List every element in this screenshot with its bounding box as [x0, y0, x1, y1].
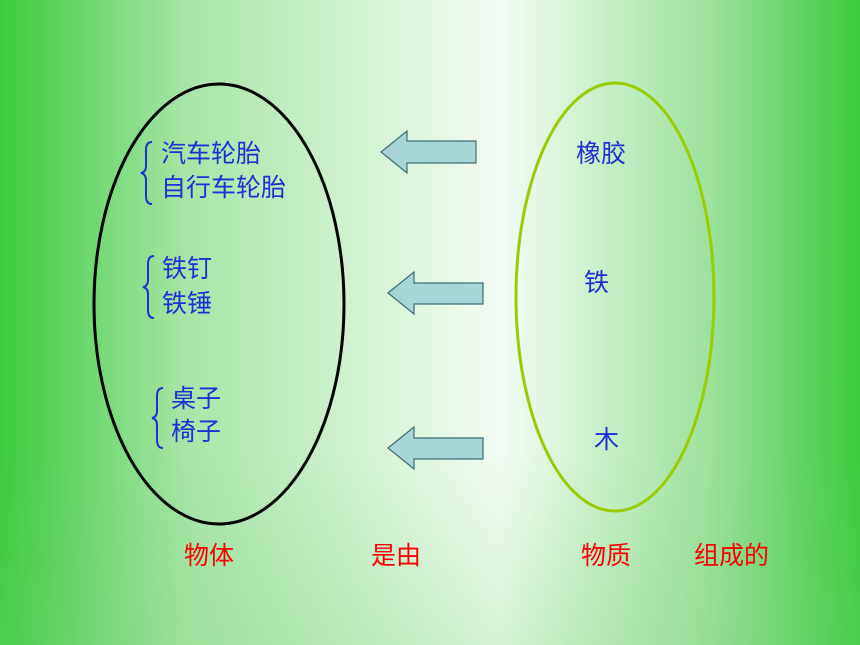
- object-label-car-tire: 汽车轮胎: [161, 139, 262, 168]
- object-label-hammer: 铁锤: [162, 289, 213, 318]
- caption-composed: 组成的: [694, 541, 770, 570]
- left-arrow-icon: [380, 129, 477, 175]
- left-brace-icon: [140, 141, 153, 205]
- left-brace-icon: [151, 387, 164, 449]
- object-label-bicycle-tire: 自行车轮胎: [161, 173, 287, 202]
- objects-ellipse: [92, 82, 346, 526]
- caption-made-of: 是由: [371, 541, 422, 570]
- material-label-rubber: 橡胶: [576, 139, 627, 168]
- object-label-chair: 椅子: [171, 417, 222, 446]
- materials-ellipse: [514, 81, 716, 513]
- caption-material: 物质: [581, 541, 632, 570]
- caption-objects: 物体: [184, 541, 235, 570]
- left-brace-icon: [142, 255, 155, 319]
- left-arrow-icon: [387, 425, 484, 471]
- material-label-iron: 铁: [584, 268, 610, 297]
- object-label-table: 桌子: [171, 384, 222, 413]
- material-label-wood: 木: [594, 425, 620, 454]
- left-arrow-icon: [387, 270, 484, 316]
- object-label-nail: 铁钉: [162, 254, 213, 283]
